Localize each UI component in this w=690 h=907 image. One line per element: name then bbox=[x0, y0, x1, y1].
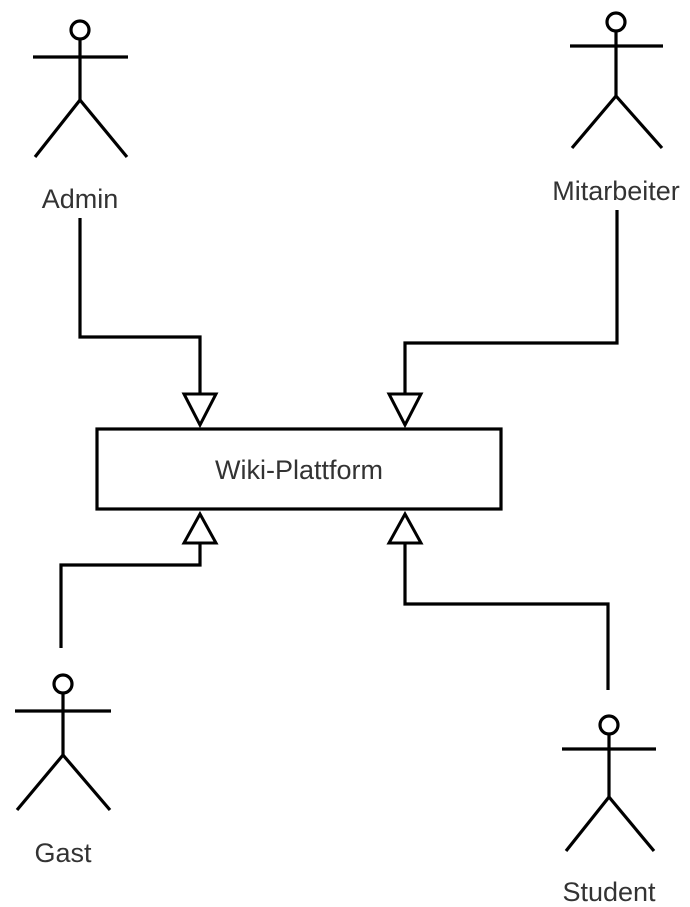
actor-admin-figure bbox=[33, 19, 129, 159]
association-admin-line bbox=[78, 218, 202, 394]
actor-mitarbeiter-figure bbox=[570, 11, 664, 150]
actor-gast-figure bbox=[15, 673, 112, 812]
actor-mitarbeiter-left-leg bbox=[570, 94, 618, 150]
actor-student-figure bbox=[562, 714, 656, 853]
actor-mitarbeiter-head bbox=[605, 11, 627, 33]
actor-student: Student bbox=[562, 714, 656, 907]
association-student-line bbox=[403, 543, 610, 690]
actor-mitarbeiter: Mitarbeiter bbox=[552, 11, 680, 206]
actor-mitarbeiter-label: Mitarbeiter bbox=[552, 176, 680, 206]
actor-gast: Gast bbox=[15, 673, 112, 868]
actor-student-head bbox=[598, 714, 620, 736]
association-mitarbeiter-line bbox=[403, 210, 619, 394]
actor-gast-label: Gast bbox=[34, 838, 92, 868]
association-gast-line bbox=[59, 543, 202, 648]
actor-gast-left-leg bbox=[15, 753, 65, 812]
association-student bbox=[386, 510, 610, 690]
actor-student-left-leg bbox=[564, 796, 611, 852]
association-mitarbeiter bbox=[386, 210, 619, 429]
actor-admin-label: Admin bbox=[42, 184, 119, 214]
association-admin-arrowhead bbox=[181, 392, 219, 429]
actor-admin-right-leg bbox=[78, 98, 129, 159]
association-student-arrowhead bbox=[386, 510, 424, 545]
system-box-rect bbox=[95, 427, 503, 511]
actor-student-right-leg bbox=[607, 795, 656, 853]
system-box: Wiki-Plattform bbox=[95, 427, 503, 511]
actor-gast-head bbox=[52, 673, 74, 695]
actor-admin: Admin bbox=[33, 19, 129, 214]
association-admin bbox=[78, 218, 219, 429]
actor-admin-left-leg bbox=[33, 99, 82, 158]
system-box-label: Wiki-Plattform bbox=[215, 455, 383, 485]
actor-student-label: Student bbox=[562, 877, 656, 907]
association-mitarbeiter-arrowhead bbox=[386, 392, 424, 429]
actor-gast-right-leg bbox=[61, 753, 112, 812]
association-gast bbox=[59, 510, 219, 648]
actor-admin-head bbox=[69, 19, 91, 41]
association-gast-arrowhead bbox=[181, 510, 219, 545]
actor-mitarbeiter-right-leg bbox=[614, 94, 664, 150]
